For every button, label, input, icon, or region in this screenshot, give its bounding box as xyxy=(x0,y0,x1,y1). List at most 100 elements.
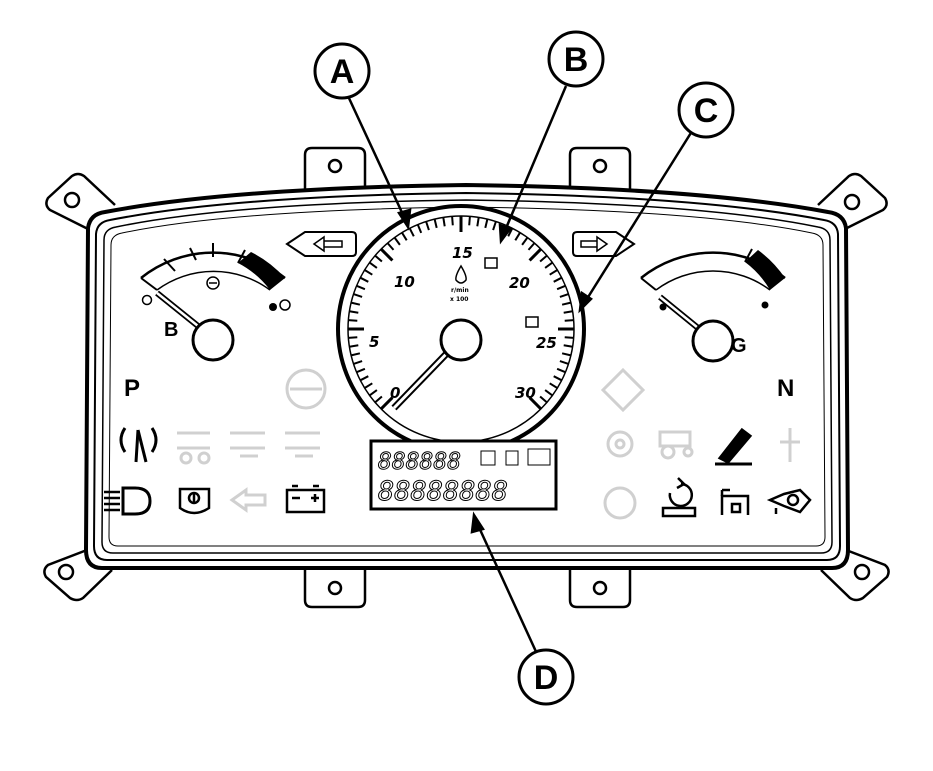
mount-hole-top-right xyxy=(592,158,608,174)
tach-tick xyxy=(528,396,542,410)
left-gauge: B xyxy=(140,243,291,362)
lcd-display: 888888 88888888 xyxy=(369,439,558,511)
tach-label-25: 25 xyxy=(536,334,557,352)
tach-tick xyxy=(393,237,401,246)
tach-tick xyxy=(374,254,383,263)
callouts: A B C D xyxy=(313,30,735,706)
tach-tick xyxy=(425,221,430,231)
left-gauge-cold-marker xyxy=(141,294,153,306)
leader-b xyxy=(502,85,568,234)
tach-label-20: 20 xyxy=(509,274,530,292)
tach-tick xyxy=(564,336,574,339)
callout-c-circle xyxy=(677,81,735,139)
right-gauge-empty-marker xyxy=(659,303,667,311)
tach-tick xyxy=(492,221,497,231)
mount-hole-top-left xyxy=(327,158,343,174)
callout-d-circle xyxy=(517,648,575,706)
tach-tick xyxy=(476,217,480,227)
tach-label-10: 10 xyxy=(394,273,415,291)
left-gauge-hub xyxy=(191,318,235,362)
tach-tick xyxy=(544,389,553,397)
tach-tick xyxy=(408,227,415,237)
pen-edit-icon xyxy=(715,427,753,466)
right-gauge-arc-inner xyxy=(655,270,771,291)
mount-hole-bottom-right xyxy=(592,580,608,596)
tach-tick xyxy=(364,269,373,276)
tach-tick xyxy=(549,382,558,389)
left-turn-arrow-icon xyxy=(285,231,357,257)
tach-tick xyxy=(433,218,438,229)
mount-hole-corner-tr xyxy=(843,193,861,211)
callout-a: A xyxy=(330,53,355,91)
active-indicators xyxy=(104,427,812,518)
tach-tick xyxy=(416,224,423,234)
face-edge xyxy=(108,206,826,547)
tach-tick xyxy=(561,352,572,357)
tach-tick xyxy=(348,319,358,322)
tachometer: 0 5 10 15 20 25 30 r/min x 100 xyxy=(336,204,586,454)
lever-icon-1 xyxy=(177,431,211,465)
tach-tick xyxy=(559,293,569,298)
tach-tick xyxy=(386,242,395,251)
tractor-icon xyxy=(658,430,694,460)
headlight-icon xyxy=(104,486,152,516)
tach-label-15: 15 xyxy=(452,244,473,262)
leader-c xyxy=(583,127,696,303)
left-gauge-red-zone xyxy=(238,252,285,290)
shuttle-arrow-icon xyxy=(229,487,267,513)
lcd-status-icon-3 xyxy=(527,448,551,466)
pto-icon xyxy=(178,487,211,515)
tach-tick xyxy=(380,396,394,410)
tach-tick xyxy=(539,395,548,404)
tach-tick xyxy=(369,389,378,397)
tach-tick xyxy=(507,227,514,237)
tach-tick xyxy=(553,375,563,382)
battery-icon xyxy=(285,484,326,514)
leader-d xyxy=(475,522,540,657)
tach-tick xyxy=(353,293,363,298)
tach-hub xyxy=(439,318,483,362)
tach-tick xyxy=(561,301,572,306)
tach-range-marker xyxy=(525,316,539,328)
left-gauge-hot-marker-a xyxy=(269,303,277,311)
right-gauge-red-zone xyxy=(745,250,785,290)
tach-tick xyxy=(353,360,363,365)
tach-tick xyxy=(559,360,569,365)
tach-tick xyxy=(442,217,446,227)
tach-tick xyxy=(356,284,366,291)
bezel-mid xyxy=(92,191,842,561)
mount-hole-corner-br xyxy=(853,563,871,581)
tach-tick xyxy=(527,242,536,251)
tach-tick xyxy=(349,310,359,314)
tach-ticks xyxy=(348,216,574,410)
tach-label-30: 30 xyxy=(515,384,536,402)
hitch-icon xyxy=(780,428,800,462)
tach-tick xyxy=(350,352,361,357)
tach-tick xyxy=(549,269,558,276)
tach-tick xyxy=(528,248,542,262)
tach-oil-drop-icon xyxy=(455,264,467,284)
radio-signal-icon xyxy=(119,427,158,463)
tach-label-0: 0 xyxy=(390,384,400,402)
tach-tick xyxy=(468,216,471,226)
tach-tick xyxy=(374,395,383,404)
tach-tick xyxy=(556,284,566,291)
tach-unit-sub: r/min xyxy=(451,287,469,294)
round-indicator-icon xyxy=(603,486,637,520)
tach-tick xyxy=(359,276,369,283)
mount-hole-corner-bl xyxy=(57,563,75,581)
tach-redline-marker xyxy=(484,257,498,269)
tach-tick xyxy=(451,216,454,226)
lcd-status-icon-2 xyxy=(505,450,519,466)
bezel-inner xyxy=(101,199,833,554)
oil-pressure-icon xyxy=(766,488,812,514)
tach-tick xyxy=(521,237,529,246)
callout-b-circle xyxy=(547,30,605,88)
leader-a xyxy=(346,95,407,220)
stop-warning-icon xyxy=(285,368,327,410)
tach-tick xyxy=(364,382,373,389)
tach-label-5: 5 xyxy=(369,333,379,351)
left-gauge-letter: B xyxy=(164,319,178,341)
mount-hole-corner-tl xyxy=(63,191,81,209)
